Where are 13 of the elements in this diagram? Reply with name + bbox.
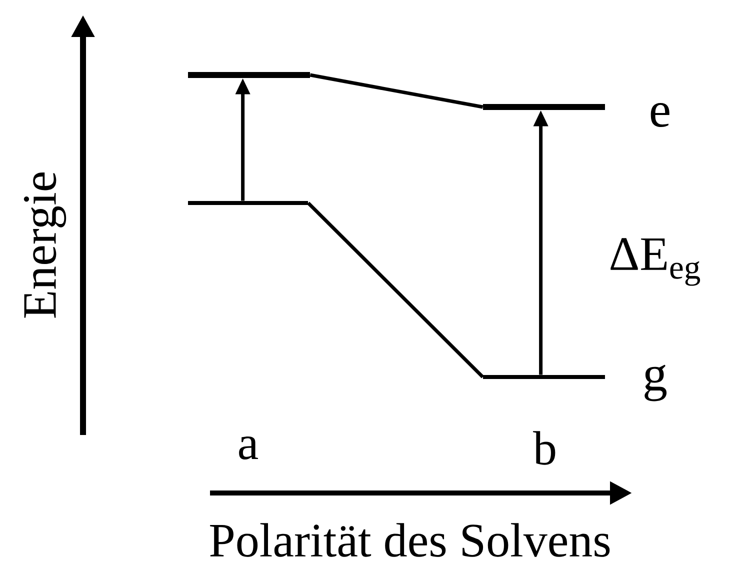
energy-level: [188, 201, 308, 205]
axis-label: Energie: [24, 172, 66, 318]
column-label: b: [533, 431, 556, 465]
energy-level: [483, 104, 605, 110]
level-label: e: [650, 102, 670, 128]
level-label: g: [644, 364, 667, 402]
axis-label: Polarität des Solvens: [210, 523, 610, 557]
energy-gap-label: ΔE$_{eg}$: [610, 238, 700, 286]
connector-line: [310, 73, 484, 109]
connector-line: [306, 202, 484, 378]
energy-level: [483, 375, 605, 379]
column-label: a: [239, 436, 258, 460]
energy-level: [188, 72, 310, 78]
